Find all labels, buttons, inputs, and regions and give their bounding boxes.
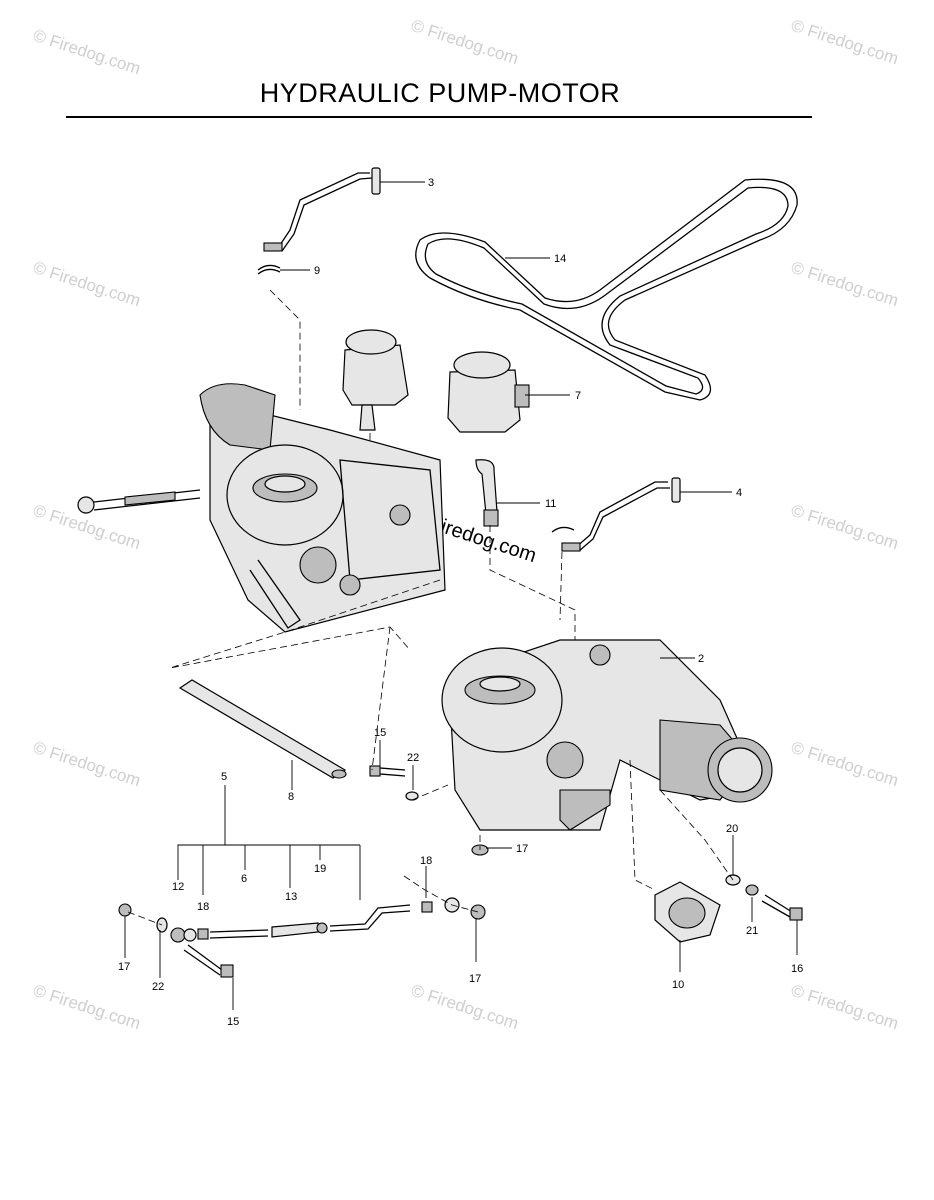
watermark: © Firedog.com xyxy=(789,738,901,791)
watermark: © Firedog.com xyxy=(789,16,901,69)
watermark: © Firedog.com xyxy=(31,738,143,791)
callout-15-top: 15 xyxy=(374,727,386,739)
callout-4: 4 xyxy=(736,487,742,499)
watermark: © Firedog.com xyxy=(789,258,901,311)
drive-belt-14 xyxy=(415,178,798,401)
nut-21 xyxy=(745,884,759,896)
oil-reservoir-left xyxy=(342,329,409,431)
callout-14: 14 xyxy=(554,253,566,265)
hydrostatic-unit-2 xyxy=(441,639,773,831)
callout-19: 19 xyxy=(314,863,326,875)
callout-17-center: 17 xyxy=(516,843,528,855)
bolt-16 xyxy=(761,894,803,921)
hairpin-clip-9 xyxy=(257,264,281,275)
callout-numbers: 3 9 14 7 4 11 2 15 22 8 5 17 18 12 18 6 … xyxy=(118,177,803,1028)
callout-18-left: 18 xyxy=(197,901,209,913)
callout-11: 11 xyxy=(545,498,556,510)
callout-2: 2 xyxy=(698,653,704,665)
shaft-8 xyxy=(178,679,347,779)
hose-11 xyxy=(475,459,499,527)
watermark: © Firedog.com xyxy=(409,16,521,69)
callout-3: 3 xyxy=(428,177,434,189)
watermark: © Firedog.com xyxy=(789,501,901,554)
watermark: © Firedog.com xyxy=(31,258,143,311)
callout-17-left: 17 xyxy=(118,961,130,973)
washer-22-top xyxy=(405,791,419,801)
callout-20: 20 xyxy=(726,823,738,835)
hairpin-clip-4 xyxy=(551,526,575,533)
callout-18-right: 18 xyxy=(420,855,432,867)
callout-17-bottom: 17 xyxy=(469,973,481,985)
oil-filter-10 xyxy=(654,881,721,943)
callout-22-top: 22 xyxy=(407,752,419,764)
control-rod-3 xyxy=(263,167,381,252)
page-title: HYDRAULIC PUMP-MOTOR xyxy=(259,78,621,108)
callout-13: 13 xyxy=(285,891,297,903)
control-rod-4 xyxy=(561,477,681,552)
title-underline xyxy=(66,116,812,118)
callout-15-bottom: 15 xyxy=(227,1016,239,1028)
callout-12: 12 xyxy=(172,881,184,893)
callout-22-bottom: 22 xyxy=(152,981,164,993)
oil-reservoir-7 xyxy=(447,351,530,433)
watermark: © Firedog.com xyxy=(789,981,901,1034)
watermark: © Firedog.com xyxy=(31,981,143,1034)
tie-rod-left xyxy=(77,489,201,514)
callout-5: 5 xyxy=(221,771,227,783)
callout-7: 7 xyxy=(575,390,581,402)
watermark: © Firedog.com xyxy=(409,981,521,1034)
callout-16: 16 xyxy=(791,963,803,975)
watermark: © Firedog.com xyxy=(31,26,143,79)
bolt-15-bottom xyxy=(183,944,234,978)
bolt-15-top xyxy=(369,765,406,777)
watermarks: © Firedog.com © Firedog.com © Firedog.co… xyxy=(31,16,901,1034)
hydrostatic-unit-left xyxy=(199,383,446,633)
assembly-guide-lines xyxy=(127,289,734,926)
callout-9: 9 xyxy=(314,265,320,277)
leader-lines xyxy=(124,181,798,1010)
callout-21: 21 xyxy=(746,925,758,937)
callout-8: 8 xyxy=(288,791,294,803)
callout-10: 10 xyxy=(672,979,684,991)
linkage-assembly xyxy=(118,897,486,978)
callout-6: 6 xyxy=(241,873,247,885)
